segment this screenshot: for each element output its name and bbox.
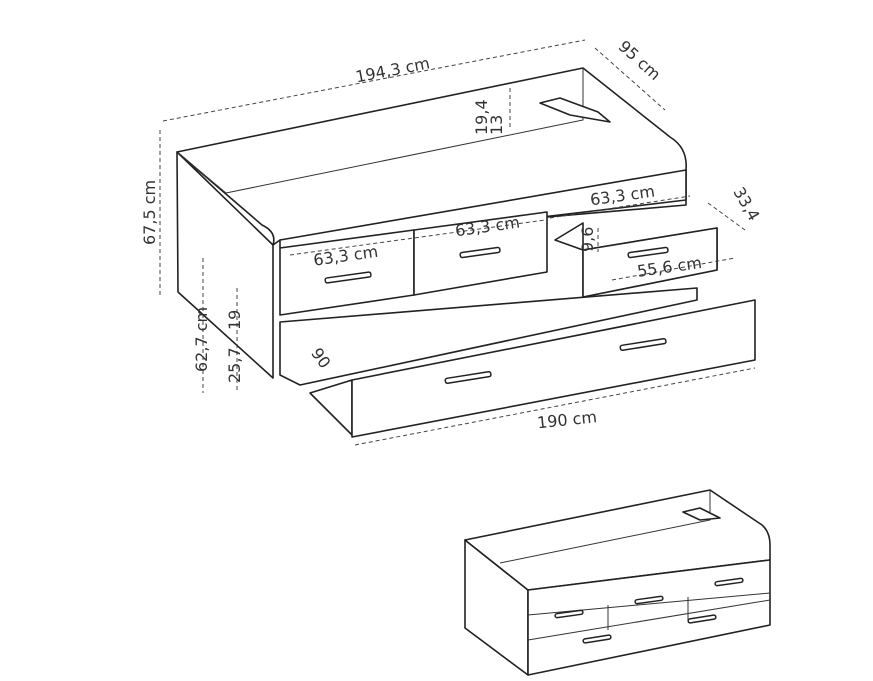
handle bbox=[459, 246, 501, 259]
handle bbox=[619, 337, 667, 352]
pullout-bed-front bbox=[351, 299, 756, 438]
dim-height: 67,5 cm bbox=[140, 180, 159, 245]
dim-top-gap: 19,4 bbox=[472, 99, 491, 135]
top-rail bbox=[279, 169, 687, 249]
handle bbox=[627, 246, 669, 259]
main-bed-unit bbox=[176, 67, 756, 438]
dim-pullout-length: 190 cm bbox=[536, 407, 598, 432]
pullout-side bbox=[309, 379, 353, 436]
dim-bed-height: 62,7 cm bbox=[192, 307, 211, 372]
bracket-icon bbox=[539, 97, 611, 123]
lower-shelf bbox=[279, 287, 698, 386]
dimension-lines bbox=[159, 39, 756, 446]
left-side-panel bbox=[176, 151, 274, 379]
dim-lower-height: 25,7 bbox=[225, 347, 244, 383]
dim-length: 194,3 cm bbox=[354, 53, 432, 86]
dim-depth: 95 cm bbox=[615, 37, 665, 84]
drawer-3-front bbox=[582, 227, 718, 298]
dim-drawer-depth: 33,4 bbox=[729, 184, 763, 224]
dim-bracket-offset: 13 bbox=[487, 115, 506, 135]
handle bbox=[444, 370, 492, 385]
handle bbox=[324, 271, 372, 284]
dim-drawer-height: 9,6 bbox=[578, 227, 597, 252]
dim-drawer-row-height: 19 bbox=[225, 310, 244, 330]
closed-bed-preview bbox=[464, 489, 771, 676]
